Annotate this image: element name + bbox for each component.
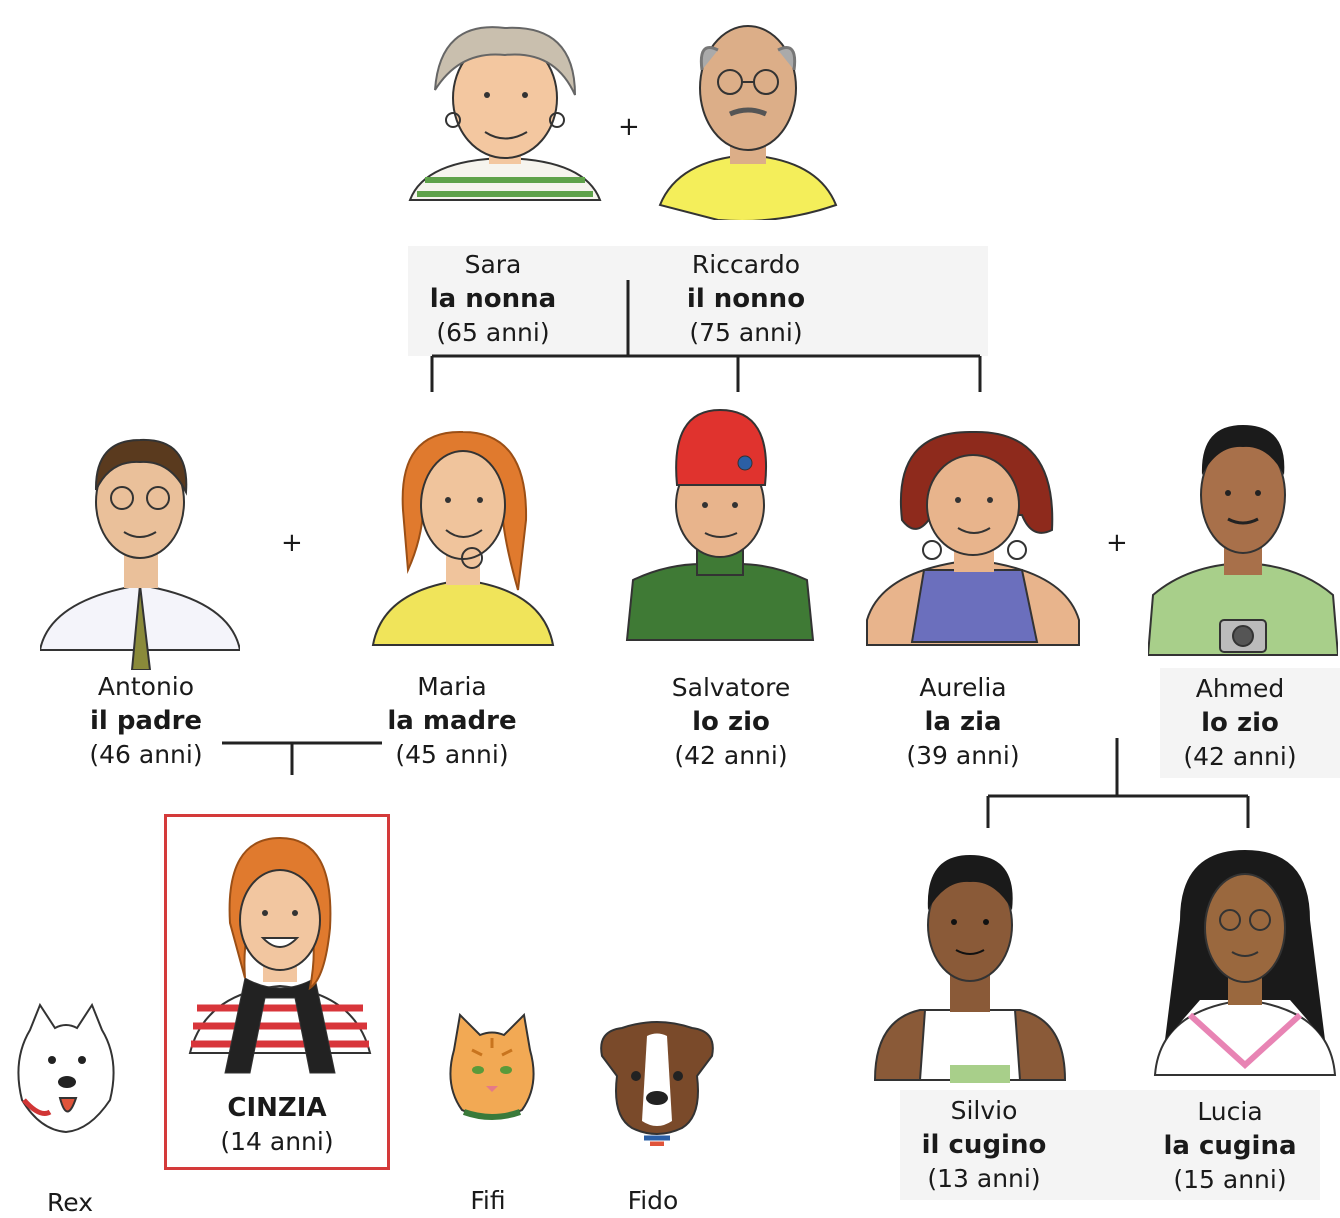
sara-portrait (408, 26, 602, 201)
lucia-portrait (1153, 850, 1337, 1076)
person-name: Maria (417, 672, 487, 701)
salvatore-portrait (625, 408, 815, 641)
salvatore-label: Salvatore lo zio (42 anni) (621, 671, 841, 773)
person-age: (15 anni) (1173, 1165, 1287, 1194)
person-role: la cugina (1163, 1131, 1297, 1161)
person-age: (42 anni) (1183, 742, 1297, 771)
person-age: (13 anni) (927, 1164, 1041, 1193)
person-role: la nonna (429, 284, 557, 314)
cinzia-portrait (188, 836, 372, 1074)
riccardo-portrait (658, 25, 838, 220)
maria-label: Maria la madre (45 anni) (342, 670, 562, 772)
antonio-portrait (40, 438, 240, 670)
ahmed-portrait (1148, 425, 1338, 656)
person-name: Antonio (97, 672, 195, 701)
person-role: la madre (387, 706, 517, 736)
cinzia-highlight-box (164, 814, 390, 1170)
silvio-portrait (873, 855, 1067, 1083)
person-role: il cugino (921, 1130, 1047, 1160)
plus-sign-parents: + (281, 528, 303, 558)
person-role: il padre (89, 706, 203, 736)
person-age: (46 anni) (89, 740, 203, 769)
label-panel-ahmed (1160, 668, 1340, 778)
pet-name-fido: Fido (627, 1186, 679, 1215)
pet-name-rex: Rex (47, 1188, 93, 1217)
cinzia-age: (14 anni) (220, 1127, 334, 1156)
person-role: la zia (924, 707, 1002, 737)
person-age: (42 anni) (674, 741, 788, 770)
lucia-label: Lucia la cugina (15 anni) (1120, 1095, 1340, 1197)
sara-label: Sara la nonna (65 anni) (383, 248, 603, 350)
maria-portrait (371, 430, 555, 646)
label-panel-cousins (900, 1090, 1320, 1200)
antonio-label: Antonio il padre (46 anni) (36, 670, 256, 772)
ahmed-label: Ahmed lo zio (42 anni) (1130, 672, 1340, 774)
person-age: (39 anni) (906, 741, 1020, 770)
pet-name-fifi: Fifi (470, 1186, 506, 1215)
plus-sign-grandparents: + (618, 112, 640, 142)
riccardo-label: Riccardo il nonno (75 anni) (636, 248, 856, 350)
rex-dog-illustration (17, 1002, 115, 1134)
person-role: lo zio (692, 707, 770, 737)
person-name: Silvio (950, 1096, 1018, 1125)
person-name: Aurelia (919, 673, 1007, 702)
person-age: (45 anni) (395, 740, 509, 769)
person-name: Ahmed (1195, 674, 1285, 703)
person-name: Lucia (1197, 1097, 1263, 1126)
fido-dog-illustration (600, 1021, 714, 1146)
plus-sign-aunt-uncle: + (1106, 528, 1128, 558)
label-panel-grandparents (408, 246, 988, 356)
person-name: Sara (464, 250, 522, 279)
silvio-label: Silvio il cugino (13 anni) (874, 1094, 1094, 1196)
person-name: Salvatore (671, 673, 791, 702)
fifi-cat-illustration (449, 1012, 535, 1120)
person-age: (75 anni) (689, 318, 803, 347)
person-name: Riccardo (691, 250, 801, 279)
person-role: il nonno (686, 284, 806, 314)
aurelia-label: Aurelia la zia (39 anni) (853, 671, 1073, 773)
person-age: (65 anni) (436, 318, 550, 347)
aurelia-portrait (866, 430, 1080, 646)
cinzia-name: CINZIA (227, 1093, 327, 1123)
person-role: lo zio (1201, 708, 1279, 738)
